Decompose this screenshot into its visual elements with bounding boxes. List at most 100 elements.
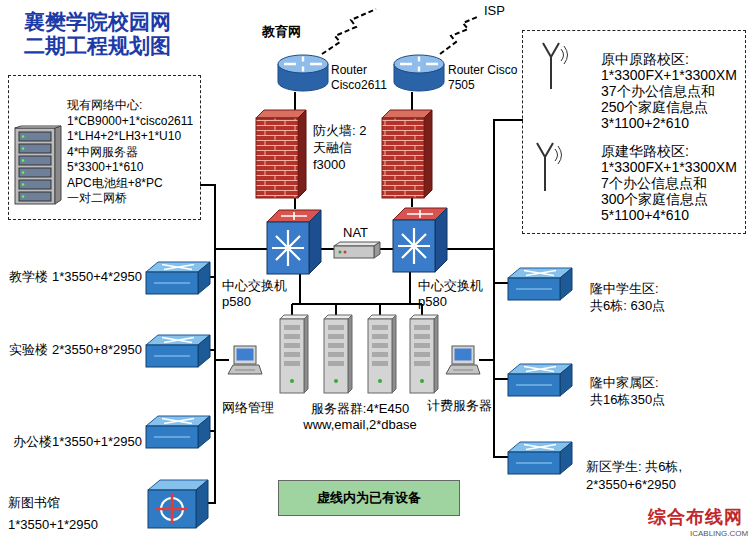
rect-shape <box>455 349 472 361</box>
network-link <box>447 249 508 379</box>
circle-shape <box>344 251 347 254</box>
polygon-shape <box>55 126 61 204</box>
rect-shape <box>280 319 304 393</box>
polygon-shape <box>15 126 61 128</box>
svg-shape <box>228 345 262 375</box>
rect-shape <box>328 334 344 339</box>
node-label: 隆中学生区: 共6栋: 630点 <box>590 280 666 314</box>
wan-link-zigzag <box>440 17 477 54</box>
rect-shape <box>328 343 344 348</box>
ellipse-shape <box>278 55 328 73</box>
path-shape <box>516 385 552 386</box>
node-label: 新区学生: 共6栋, 2*3550+6*2950 <box>586 458 683 494</box>
path-shape <box>516 463 552 464</box>
node-label: Router Cisco 7505 <box>448 63 518 93</box>
path-shape <box>154 283 190 284</box>
svg-shape <box>508 440 572 474</box>
node-label: 实验楼 2*3550+8*2950 <box>9 342 142 358</box>
rect-shape <box>393 220 435 272</box>
rect-shape <box>19 144 51 153</box>
rect-shape <box>146 345 198 367</box>
switch-node: 隆中学生区: 共6栋: 630点 <box>508 266 572 300</box>
path-shape <box>421 304 423 316</box>
polygon-shape <box>434 315 438 393</box>
polygon-shape <box>560 364 572 396</box>
svg-shape <box>508 266 572 300</box>
polygon-shape <box>198 416 210 448</box>
switch-node: 实验楼 2*3550+8*2950 <box>146 333 210 367</box>
network-center-box: 现有网络中心: 1*CB9000+1*cisco2611 1*LH4+2*LH3… <box>8 75 201 220</box>
rect-shape <box>508 278 560 300</box>
circle-shape <box>290 379 294 383</box>
polygon-shape <box>280 315 308 319</box>
polygon-shape <box>198 335 210 367</box>
rect-shape <box>334 246 374 258</box>
free-label: 防火墙: 2 天融信 f3000 <box>313 122 371 173</box>
rect-shape <box>19 192 51 201</box>
network-link <box>299 274 301 303</box>
path-shape <box>292 303 422 305</box>
path-shape <box>524 445 556 450</box>
svg-shape <box>146 414 210 448</box>
node-label: 新图书馆 1*3550+1*2950 <box>8 492 98 536</box>
rect-shape <box>19 168 51 177</box>
circle-shape <box>22 159 25 162</box>
rect-shape <box>372 343 388 348</box>
circle-shape <box>420 379 424 383</box>
ellipse-shape <box>394 55 444 73</box>
rect-shape <box>414 352 430 357</box>
path-shape <box>543 43 559 89</box>
circle-shape <box>22 195 25 198</box>
svg-shape <box>148 478 208 528</box>
path-shape <box>235 370 255 371</box>
polygon-shape <box>560 268 572 300</box>
path-shape <box>281 212 307 220</box>
rect-shape <box>508 452 560 474</box>
polygon-shape <box>348 315 352 393</box>
rect-shape <box>324 319 348 393</box>
node-label: 中心交换机 p580 <box>418 278 483 310</box>
rect-shape <box>146 426 198 448</box>
path-shape <box>335 304 337 316</box>
polygon-shape <box>392 315 396 393</box>
core-switch: 中心交换机 p580 <box>393 206 447 272</box>
path-shape <box>555 146 562 164</box>
node-label: Router Cisco2611 <box>331 63 387 93</box>
switch-node: 教学楼 1*3550+4*2950 <box>146 260 210 294</box>
polygon-shape <box>334 242 380 246</box>
path-shape <box>379 304 381 316</box>
rect-shape <box>328 352 344 357</box>
polygon-shape <box>228 365 262 374</box>
rect-shape <box>19 156 51 165</box>
firewall-side <box>424 110 432 198</box>
laptop-node: 网络管理 <box>228 345 262 375</box>
node-label: 办公楼1*3550+1*2950 <box>13 434 142 450</box>
rect-shape <box>284 343 300 348</box>
rect-shape <box>284 352 300 357</box>
node-text: 原建华路校区: 1*3300FX+1*3300XM 7个办公信息点和 300个家… <box>601 143 737 223</box>
circle-shape <box>22 183 25 186</box>
rect-shape <box>368 319 392 393</box>
polygon-shape <box>304 315 308 393</box>
rect-shape <box>237 349 254 361</box>
rect-shape <box>15 128 55 204</box>
rect-shape <box>234 346 256 364</box>
svg-shape <box>276 53 330 93</box>
svg-shape <box>13 126 63 206</box>
node-text: 原中原路校区: 1*3300FX+1*3300XM 37个办公信息点和 250个… <box>601 51 737 131</box>
node-text: 现有网络中心: 1*CB9000+1*cisco2611 1*LH4+2*LH3… <box>67 98 194 207</box>
rect-shape <box>146 272 198 294</box>
server-farm: 服务器群:4*E450 www,email,2*dbase <box>275 303 445 398</box>
firewall-left <box>256 110 306 198</box>
polygon-shape <box>196 480 208 528</box>
svg-shape <box>275 303 445 398</box>
firewall-side <box>298 110 306 198</box>
svg-shape <box>267 208 321 274</box>
path-shape <box>516 289 552 290</box>
circle-shape <box>22 171 25 174</box>
path-shape <box>407 210 433 218</box>
rect-shape <box>284 325 300 330</box>
rect-shape <box>19 132 51 141</box>
path-shape <box>291 304 293 316</box>
firewall-right <box>382 110 432 198</box>
